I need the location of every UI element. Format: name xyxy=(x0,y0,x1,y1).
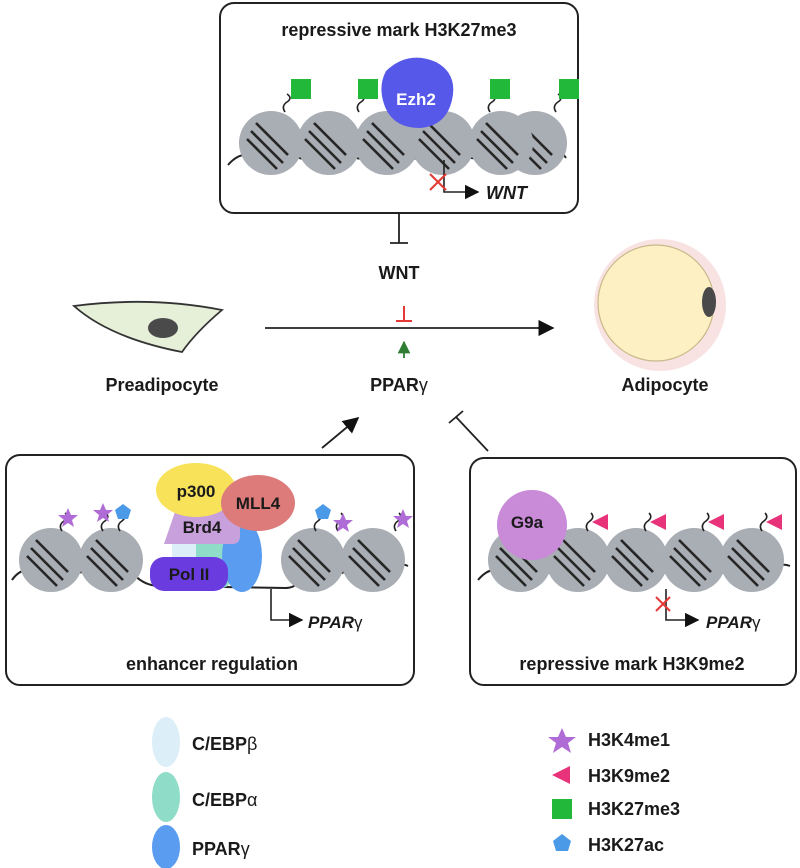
transcription-arrow xyxy=(665,589,700,628)
legend-cebpa-greek: α xyxy=(247,790,257,810)
preadipocyte-nucleus xyxy=(148,318,178,338)
triangle-icon xyxy=(766,514,782,530)
enhancer-complex: Brd4 p300 MLL4 Pol II xyxy=(150,463,295,592)
legend-cebpb-greek: β xyxy=(247,734,257,754)
nucleosome xyxy=(237,109,305,177)
legend-pparg: PPARγ xyxy=(192,839,250,859)
repressive-gene-label: PPARγ xyxy=(706,613,761,632)
square-icon xyxy=(559,79,579,99)
histone-tails xyxy=(585,512,768,532)
repressive-gene-greek: γ xyxy=(752,613,761,632)
star-icon xyxy=(93,503,113,522)
nucleosome xyxy=(602,526,670,594)
g9a-inhibition xyxy=(448,410,489,452)
square-icon xyxy=(552,799,572,819)
repressive-panel-title: repressive mark H3K9me2 xyxy=(519,654,744,674)
pparg-swatch xyxy=(152,825,180,868)
block-x-icon xyxy=(429,173,447,191)
mll4-protein xyxy=(221,475,295,531)
square-icon xyxy=(358,79,378,99)
pparg-label-prefix: PPAR xyxy=(370,375,419,395)
transcription-arrow xyxy=(270,589,304,628)
enhancer-gene-label: PPARγ xyxy=(308,613,363,632)
top-panel-title: repressive mark H3K27me3 xyxy=(281,20,516,40)
square-icon xyxy=(490,79,510,99)
triangle-icon xyxy=(650,514,666,530)
ezh2-label: Ezh2 xyxy=(396,90,436,109)
g9a-label: G9a xyxy=(511,513,544,532)
enhancer-gene-prefix: PPAR xyxy=(308,613,355,632)
legend-h3k9me2: H3K9me2 xyxy=(588,766,670,786)
legend-h3k4me1: H3K4me1 xyxy=(588,730,670,750)
legend-pparg-prefix: PPAR xyxy=(192,839,241,859)
triangle-icon xyxy=(708,514,724,530)
legend-cebpa-prefix: C/EBP xyxy=(192,790,247,810)
adipocyte-label: Adipocyte xyxy=(621,375,708,395)
g9a-enzyme xyxy=(497,490,567,560)
top-panel-h3k27me3: repressive mark H3K27me3 Ezh2 xyxy=(219,2,579,214)
p300-label: p300 xyxy=(177,482,216,501)
star-icon xyxy=(333,513,353,532)
pentagon-icon xyxy=(115,504,131,519)
nucleosome xyxy=(295,109,363,177)
wnt-gene-label: WNT xyxy=(486,183,529,203)
brd4-protein xyxy=(164,509,240,544)
nucleosome xyxy=(339,526,407,594)
legend-cebpb: C/EBPβ xyxy=(192,734,257,754)
mll4-label: MLL4 xyxy=(236,494,281,513)
legend-factors: C/EBPβ C/EBPα PPARγ xyxy=(152,717,257,868)
triangle-icon xyxy=(592,514,608,530)
star-icon xyxy=(393,509,413,528)
pentagon-icon xyxy=(315,504,331,519)
adipocyte-cell xyxy=(594,239,726,371)
brd4-label: Brd4 xyxy=(183,518,222,537)
enhancer-activation-arrow xyxy=(321,416,360,449)
star-icon xyxy=(548,728,576,753)
wnt-label: WNT xyxy=(379,263,420,283)
legend-h3k27ac: H3K27ac xyxy=(588,835,664,855)
pparg-label-greek: γ xyxy=(419,375,428,395)
repressive-panel-h3k9me2: G9a PPARγ repressive mark H3K9me2 xyxy=(469,457,797,686)
nucleosome xyxy=(279,526,347,594)
preadipocyte-cell xyxy=(71,300,225,353)
enhancer-panel-title: enhancer regulation xyxy=(126,654,298,674)
enhancer-gene-greek: γ xyxy=(354,613,363,632)
enhancer-panel: Brd4 p300 MLL4 Pol II PPARγ enhancer reg… xyxy=(5,454,415,686)
p300-protein xyxy=(156,463,236,517)
nucleosome xyxy=(467,109,535,177)
nucleosome xyxy=(77,526,145,594)
triangle-icon xyxy=(552,766,570,784)
star-icon xyxy=(58,508,78,527)
legend-cebpa: C/EBPα xyxy=(192,790,257,810)
transcription-arrow xyxy=(443,160,480,200)
adipocyte-nucleus xyxy=(702,287,716,317)
preadipocyte-label: Preadipocyte xyxy=(105,375,218,395)
legend-cebpb-prefix: C/EBP xyxy=(192,734,247,754)
nucleosome xyxy=(17,526,85,594)
legend-pparg-greek: γ xyxy=(241,839,250,859)
nucleosome xyxy=(718,526,786,594)
pol2-protein xyxy=(150,557,228,591)
pentagon-icon xyxy=(553,834,571,851)
repressive-gene-prefix: PPAR xyxy=(706,613,753,632)
legend-h3k27me3: H3K27me3 xyxy=(588,799,680,819)
nucleosome xyxy=(660,526,728,594)
wnt-inhibition-red xyxy=(396,306,412,322)
cebpb-swatch xyxy=(152,717,180,767)
pparg-label: PPARγ xyxy=(370,375,428,395)
ezh2-enzyme xyxy=(381,57,454,128)
block-x-icon xyxy=(655,596,671,612)
top-panel-inhibition xyxy=(390,213,408,244)
cebpa-swatch xyxy=(152,772,180,822)
legend-marks: H3K4me1 H3K9me2 H3K27me3 H3K27ac xyxy=(548,728,680,855)
pol2-label: Pol II xyxy=(169,565,210,584)
square-icon xyxy=(291,79,311,99)
